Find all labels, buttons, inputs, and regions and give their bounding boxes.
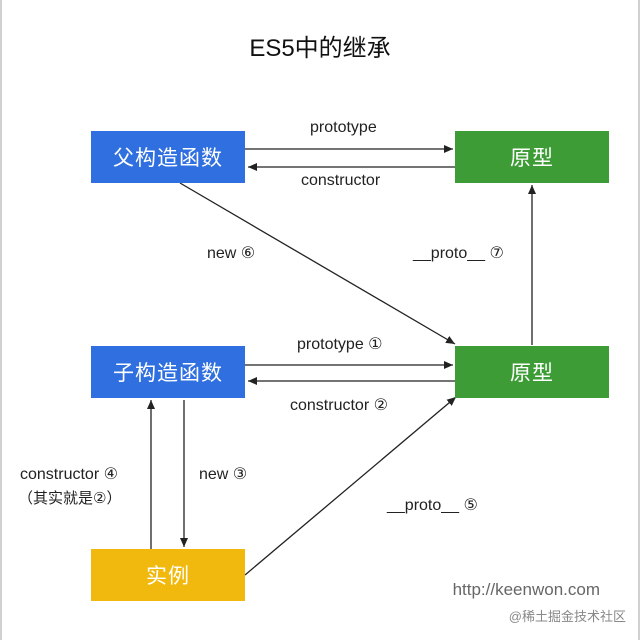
label-new6: new ⑥: [207, 245, 256, 262]
label-new3: new ③: [199, 466, 248, 483]
label-top-constructor: constructor: [301, 172, 381, 189]
child-prototype-box: 原型: [455, 346, 609, 398]
label-constructor4: constructor ④: [20, 466, 118, 483]
label-constructor4-note: （其实就是②）: [18, 490, 122, 507]
watermark-site: @稀土掘金技术社区: [508, 609, 626, 624]
arrow-new6: [179, 182, 456, 345]
child-constructor-box: 子构造函数: [91, 346, 245, 398]
frame-border-right: [638, 0, 640, 640]
parent-constructor-box: 父构造函数: [91, 131, 245, 183]
frame-border-left: [0, 0, 2, 640]
diagram-title: ES5中的继承: [249, 35, 391, 62]
label-proto5: __proto__ ⑤: [387, 497, 478, 514]
arrow-proto5: [244, 396, 457, 576]
label-top-prototype: prototype: [310, 119, 377, 136]
label-mid-prototype: prototype ①: [297, 336, 383, 353]
label-mid-constructor: constructor ②: [290, 397, 388, 414]
parent-prototype-box: 原型: [455, 131, 609, 183]
label-proto7: __proto__ ⑦: [413, 245, 504, 262]
watermark-url: http://keenwon.com: [452, 580, 600, 599]
instance-box: 实例: [91, 549, 245, 601]
